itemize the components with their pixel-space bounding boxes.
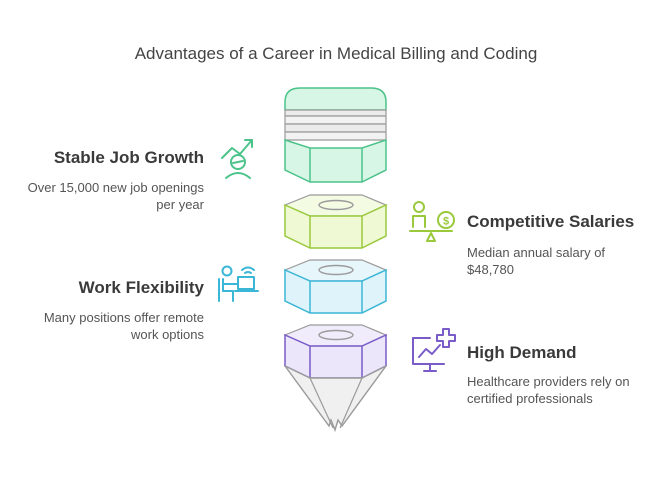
desc-line: Median annual salary of <box>467 245 606 260</box>
desc-line: per year <box>156 197 204 212</box>
growth-person-icon <box>221 139 253 179</box>
heading-competitive-salaries: Competitive Salaries <box>467 212 635 231</box>
desc-line: Over 15,000 new job openings <box>27 180 204 195</box>
svg-text:$: $ <box>443 216 449 228</box>
segment-blue <box>283 259 388 314</box>
heading-stable-job-growth: Stable Job Growth <box>53 148 204 167</box>
heading-work-flexibility: Work Flexibility <box>78 278 204 297</box>
desc-stable-job-growth: Over 15,000 new job openings per year <box>0 179 204 213</box>
desc-line: certified professionals <box>467 391 593 406</box>
desc-line: work options <box>131 327 204 342</box>
segment-purple-tip <box>283 324 388 433</box>
page-title: Advantages of a Career in Medical Billin… <box>134 44 538 63</box>
remote-worker-icon <box>218 265 259 302</box>
desc-competitive-salaries: Median annual salary of $48,780 <box>467 244 667 278</box>
salary-balance-icon: $ <box>409 201 455 242</box>
desc-high-demand: Healthcare providers rely on certified p… <box>467 373 667 407</box>
desc-line: Many positions offer remote <box>43 310 204 325</box>
desc-line: $48,780 <box>467 262 514 277</box>
medical-monitor-icon <box>412 328 456 372</box>
desc-line: Healthcare providers rely on <box>467 374 630 389</box>
segment-eraser-green <box>284 87 387 183</box>
heading-high-demand: High Demand <box>467 343 577 362</box>
segment-lime <box>283 194 388 249</box>
desc-work-flexibility: Many positions offer remote work options <box>0 309 204 343</box>
